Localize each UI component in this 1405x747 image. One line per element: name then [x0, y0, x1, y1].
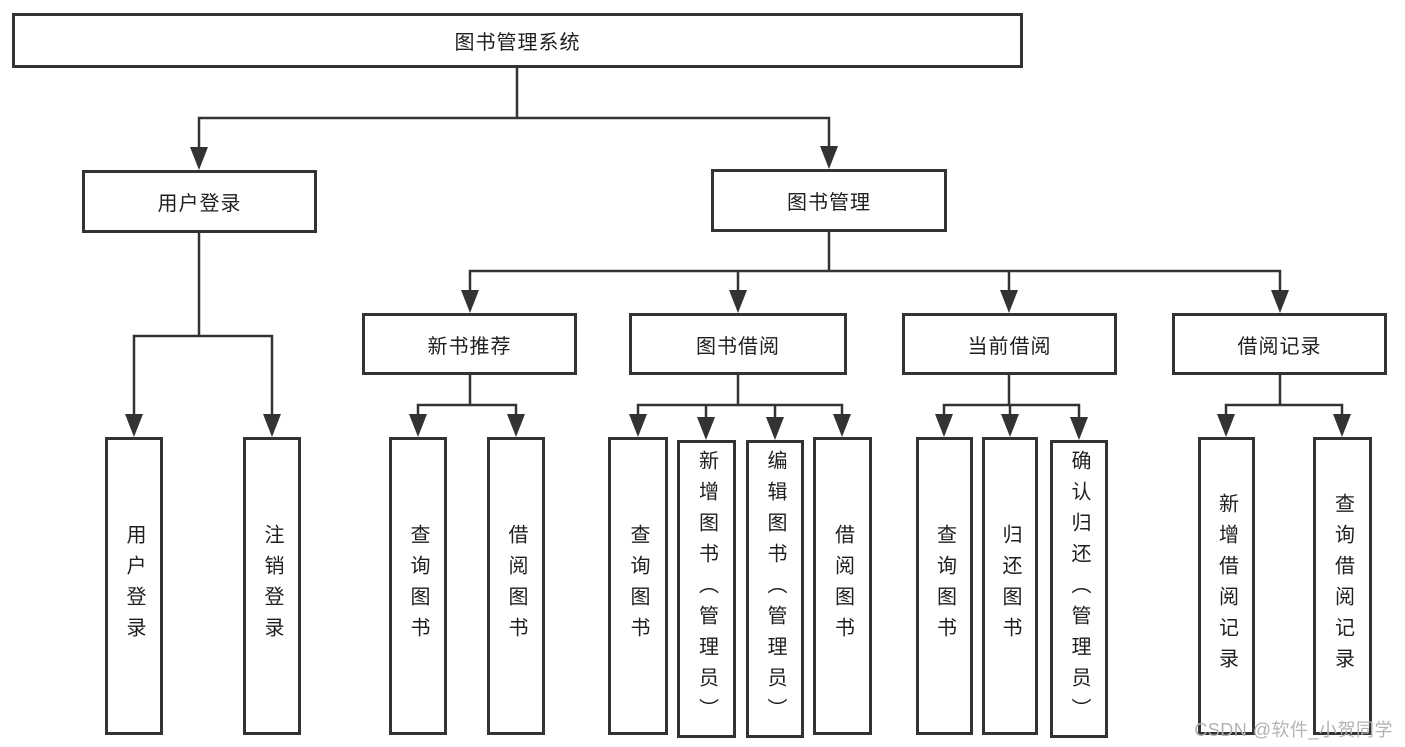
leaf-recommend-borrow-books-label: 借阅图书	[505, 524, 527, 648]
node-current-borrow-label: 当前借阅	[967, 335, 1052, 358]
leaf-borrow-edit-books-admin: 编辑图书（管理员）	[746, 440, 804, 738]
leaf-records-add-borrow-record-label: 新增借阅记录	[1215, 493, 1238, 679]
leaf-recommend-borrow-books: 借阅图书	[487, 437, 545, 735]
leaf-borrow-borrow-books: 借阅图书	[813, 437, 872, 735]
leaf-borrow-query-books-label: 查询图书	[627, 524, 649, 648]
leaf-current-query-books-label: 查询图书	[933, 524, 956, 648]
leaf-current-confirm-return-admin-label: 确认归还（管理员）	[1068, 449, 1090, 729]
leaf-recommend-query-books: 查询图书	[389, 437, 447, 735]
node-borrow-records: 借阅记录	[1172, 313, 1387, 375]
node-current-borrow: 当前借阅	[902, 313, 1117, 375]
leaf-records-query-borrow-record: 查询借阅记录	[1313, 437, 1372, 735]
node-user-login-label: 用户登录	[157, 193, 242, 215]
leaf-current-confirm-return-admin: 确认归还（管理员）	[1050, 440, 1108, 738]
leaf-logout-label: 注销登录	[261, 524, 283, 648]
leaf-recommend-query-books-label: 查询图书	[407, 524, 429, 648]
node-book-borrow: 图书借阅	[629, 313, 847, 375]
leaf-current-return-books-label: 归还图书	[999, 524, 1021, 648]
leaf-user-login: 用户登录	[105, 437, 163, 735]
leaf-borrow-add-books-admin: 新增图书（管理员）	[677, 440, 736, 738]
node-library-management-system-label: 图书管理系统	[454, 32, 581, 54]
leaf-current-query-books: 查询图书	[916, 437, 973, 735]
leaf-records-query-borrow-record-label: 查询借阅记录	[1331, 493, 1354, 679]
node-user-login: 用户登录	[82, 170, 317, 233]
leaf-logout: 注销登录	[243, 437, 301, 735]
leaf-borrow-query-books: 查询图书	[608, 437, 668, 735]
csdn-watermark: CSDN @软件_小贺同学	[1194, 720, 1393, 740]
node-book-management-label: 图书管理	[787, 192, 871, 214]
leaf-borrow-borrow-books-label: 借阅图书	[831, 524, 854, 648]
leaf-current-return-books: 归还图书	[982, 437, 1038, 735]
leaf-records-add-borrow-record: 新增借阅记录	[1198, 437, 1255, 735]
node-new-book-recommend-label: 新书推荐	[427, 335, 512, 358]
node-new-book-recommend: 新书推荐	[362, 313, 577, 375]
leaf-user-login-label: 用户登录	[123, 524, 145, 648]
node-borrow-records-label: 借阅记录	[1237, 335, 1322, 358]
node-library-management-system: 图书管理系统	[12, 13, 1023, 68]
node-book-borrow-label: 图书借阅	[696, 335, 780, 358]
node-book-management: 图书管理	[711, 169, 947, 232]
leaf-borrow-edit-books-admin-label: 编辑图书（管理员）	[764, 449, 786, 729]
leaf-borrow-add-books-admin-label: 新增图书（管理员）	[695, 449, 718, 729]
